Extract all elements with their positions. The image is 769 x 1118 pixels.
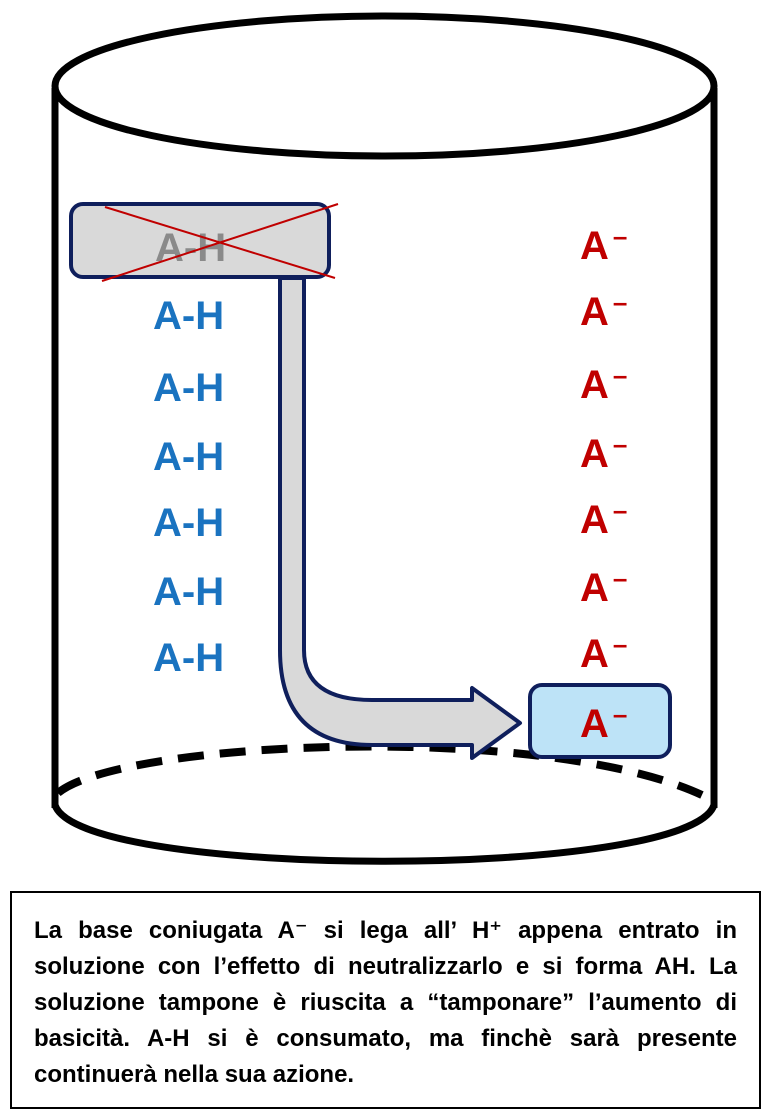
beaker-diagram	[51, 12, 718, 865]
negative-charge: –	[612, 287, 628, 317]
negative-charge: –	[612, 429, 628, 459]
negative-charge: –	[612, 495, 628, 525]
consumed-acid-label: A-H	[155, 226, 227, 270]
acid-label: A-H	[153, 294, 225, 338]
beaker-top-rim	[51, 12, 718, 160]
base-label: A–	[580, 360, 628, 407]
beaker-bottom-back-dashed	[55, 742, 714, 804]
acid-label: A-H	[153, 636, 225, 680]
base-label: A–	[580, 629, 628, 676]
base-label: A–	[580, 563, 628, 610]
beaker-bottom-front	[51, 803, 718, 865]
base-label: A–	[580, 221, 628, 268]
base-label: A–	[580, 287, 628, 334]
negative-charge: –	[612, 360, 628, 390]
base-label: A–	[580, 495, 628, 542]
caption-box: La base coniugata A⁻ si lega all’ H⁺ app…	[10, 891, 761, 1109]
negative-charge: –	[612, 221, 628, 251]
new-base-label: A–	[580, 699, 628, 746]
negative-charge: –	[612, 629, 628, 659]
negative-charge: –	[612, 563, 628, 593]
acid-label: A-H	[153, 570, 225, 614]
acid-label: A-H	[153, 366, 225, 410]
acid-label: A-H	[153, 501, 225, 545]
acid-label: A-H	[153, 435, 225, 479]
base-label: A–	[580, 429, 628, 476]
transfer-arrow	[278, 276, 522, 760]
negative-charge: –	[612, 699, 628, 729]
new-base-box	[528, 683, 672, 759]
caption-text: La base coniugata A⁻ si lega all’ H⁺ app…	[34, 917, 737, 1088]
